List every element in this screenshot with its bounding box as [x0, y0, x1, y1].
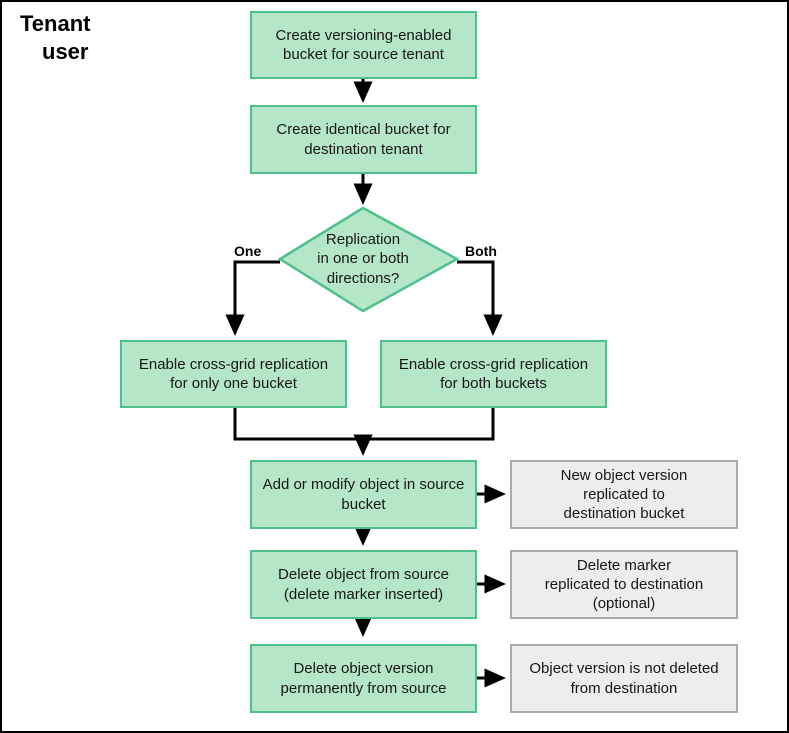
connector-decision-one-to-enable-one — [225, 260, 280, 337]
lane-title-line2: user — [42, 38, 89, 64]
node-label: New object version replicated to destina… — [560, 466, 688, 523]
node-label: Delete marker replicated to destination … — [544, 556, 704, 613]
connector-enable-both-merge — [363, 407, 495, 441]
lane-title-line1: Tenant — [20, 11, 91, 36]
node-label: Object version is not deleted from desti… — [529, 660, 719, 697]
connector-decision-both-to-enable-both — [457, 260, 503, 337]
lane-title: Tenant user — [20, 10, 210, 65]
node-label: Create identical bucket for destination … — [276, 121, 451, 158]
edge-label-both: Both — [465, 243, 497, 259]
node-delete-object-source[interactable]: Delete object from source (delete marker… — [250, 550, 477, 619]
node-label: Enable cross-grid replication for only o… — [138, 355, 329, 392]
node-enable-both-buckets[interactable]: Enable cross-grid replication for both b… — [380, 340, 607, 408]
node-enable-one-bucket[interactable]: Enable cross-grid replication for only o… — [120, 340, 347, 408]
node-delete-marker-replicated[interactable]: Delete marker replicated to destination … — [510, 550, 738, 619]
decision-diamond-shape — [277, 206, 460, 313]
node-version-not-deleted[interactable]: Object version is not deleted from desti… — [510, 644, 738, 713]
node-new-version-replicated[interactable]: New object version replicated to destina… — [510, 460, 738, 529]
edge-label-one: One — [234, 243, 262, 259]
connector-enable-one-merge — [233, 407, 363, 441]
node-create-source-bucket[interactable]: Create versioning-enabled bucket for sou… — [250, 11, 477, 79]
node-label: Delete object version permanently from s… — [280, 660, 447, 697]
node-label: Add or modify object in source bucket — [262, 476, 465, 513]
node-delete-object-version[interactable]: Delete object version permanently from s… — [250, 644, 477, 713]
node-add-modify-object[interactable]: Add or modify object in source bucket — [250, 460, 477, 529]
node-label: Delete object from source (delete marker… — [278, 566, 449, 603]
node-label: Create versioning-enabled bucket for sou… — [275, 26, 452, 63]
node-label: Enable cross-grid replication for both b… — [398, 355, 589, 392]
node-create-destination-bucket[interactable]: Create identical bucket for destination … — [250, 105, 477, 174]
